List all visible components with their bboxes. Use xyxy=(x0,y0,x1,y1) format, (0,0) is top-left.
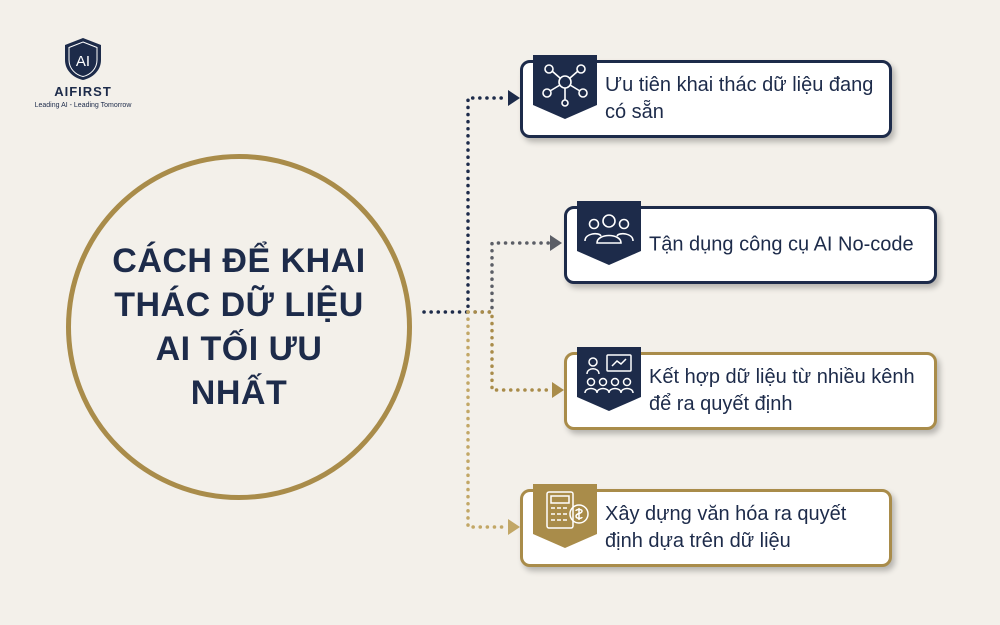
meeting-presentation-icon xyxy=(577,347,641,411)
connector-1 xyxy=(422,96,510,314)
calculator-money-icon xyxy=(533,484,597,548)
arrowhead-2 xyxy=(550,235,562,251)
shield-icon: AI xyxy=(65,38,101,80)
item-text-1: Ưu tiên khai thác dữ liệu đang có sẵn xyxy=(605,74,874,123)
item-text-4: Xây dựng văn hóa ra quyết định dựa trên … xyxy=(605,503,847,552)
arrowhead-4 xyxy=(508,519,520,535)
item-card-2: Tận dụng công cụ AI No-code xyxy=(564,201,937,284)
network-people-icon xyxy=(533,55,597,119)
connector-3 xyxy=(466,310,554,392)
central-title: CÁCH ĐỂ KHAI THÁC DỮ LIỆU AI TỐI ƯU NHẤT xyxy=(112,242,366,412)
item-card-1: Ưu tiên khai thác dữ liệu đang có sẵn xyxy=(520,55,892,138)
central-topic-circle: CÁCH ĐỂ KHAI THÁC DỮ LIỆU AI TỐI ƯU NHẤT xyxy=(66,154,412,500)
logo-monogram: AI xyxy=(76,53,90,70)
arrowhead-1 xyxy=(508,90,520,106)
brand-tagline: Leading AI - Leading Tomorrow xyxy=(34,102,132,109)
brand-name: AIFIRST xyxy=(54,84,112,99)
item-text-3: Kết hợp dữ liệu từ nhiều kênh để ra quyế… xyxy=(649,366,915,415)
item-card-4: Xây dựng văn hóa ra quyết định dựa trên … xyxy=(520,484,892,567)
item-card-3: Kết hợp dữ liệu từ nhiều kênh để ra quyế… xyxy=(564,347,937,430)
connector-4 xyxy=(466,310,510,529)
item-text-2: Tận dụng công cụ AI No-code xyxy=(649,233,914,256)
team-icon xyxy=(577,201,641,265)
arrowhead-3 xyxy=(552,382,564,398)
connector-2 xyxy=(466,241,552,314)
aifirst-logo: AI AIFIRST Leading AI - Leading Tomorrow xyxy=(28,36,138,109)
